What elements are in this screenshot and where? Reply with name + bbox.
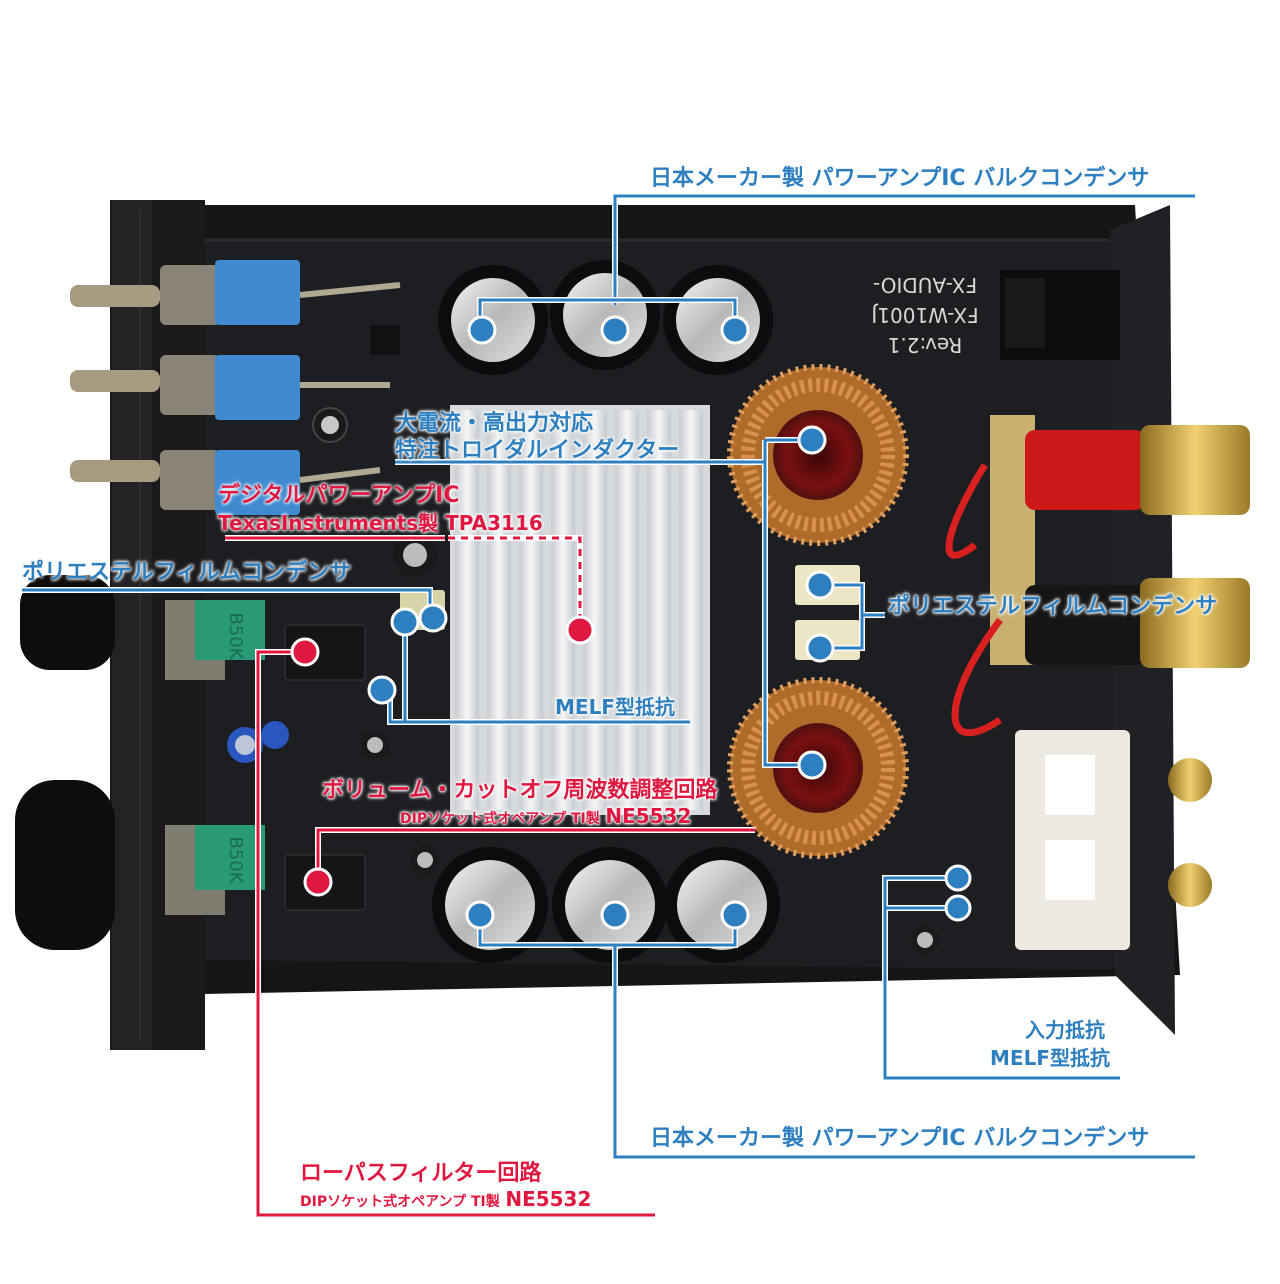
potentiometers: B50K B50K xyxy=(165,600,265,915)
callout-amp-ic-line2: TexasInstruments製 TPA3116 xyxy=(218,511,543,535)
callout-input-resistor-line2: MELF型抵抗 xyxy=(990,1046,1110,1070)
input-connectors xyxy=(1015,730,1212,950)
pcb-brand: FX-AUDIO- xyxy=(873,273,977,297)
callout-volume-prefix: DIPソケット式オペアンプ TI製 xyxy=(400,811,600,827)
callout-dots xyxy=(290,315,972,930)
bulk-capacitors-top xyxy=(438,260,773,375)
blue-switches xyxy=(160,260,401,515)
callout-input-resistor-line1: 入力抵抗 xyxy=(1025,1018,1105,1042)
pcb-revision: Rev:2.1 xyxy=(888,333,963,357)
pot-bottom-value: B50K xyxy=(225,836,246,884)
callout-capacitor-top: 日本メーカー製 パワーアンプIC バルクコンデンサ xyxy=(650,166,1150,191)
callout-volume-part: NE5532 xyxy=(605,804,692,828)
heatsink xyxy=(450,405,710,815)
pcb-model: FX-W1001J xyxy=(871,303,978,327)
callout-lowpass-line1: ローパスフィルター回路 xyxy=(300,1161,542,1186)
pcb-silkscreen: Rev:2.1 FX-W1001J FX-AUDIO- xyxy=(871,273,978,357)
callout-inductor-line1: 大電流・高出力対応 xyxy=(395,411,594,436)
callout-volume-line2: DIPソケット式オペアンプ TI製 NE5532 xyxy=(400,806,691,826)
callout-amp-ic-line1: デジタルパワーアンプIC xyxy=(218,483,460,508)
callout-film-cap-right: ポリエステルフィルムコンデンサ xyxy=(888,594,1218,619)
callout-lowpass-part: NE5532 xyxy=(505,1187,592,1211)
small-capacitors xyxy=(227,407,939,954)
callout-melf-resistor: MELF型抵抗 xyxy=(555,695,675,719)
callout-film-cap-left: ポリエステルフィルムコンデンサ xyxy=(22,560,352,585)
callout-lowpass-line2: DIPソケット式オペアンプ TI製 NE5532 xyxy=(300,1189,591,1209)
callout-inductor-line2: 特注トロイダルインダクター xyxy=(395,438,680,463)
callout-lowpass-prefix: DIPソケット式オペアンプ TI製 xyxy=(300,1194,500,1210)
speaker-terminals xyxy=(945,415,1250,736)
callout-capacitor-bottom: 日本メーカー製 パワーアンプIC バルクコンデンサ xyxy=(650,1126,1150,1151)
callout-volume-line1: ボリューム・カットオフ周波数調整回路 xyxy=(322,778,718,803)
pot-top-value: B50K xyxy=(225,612,246,660)
